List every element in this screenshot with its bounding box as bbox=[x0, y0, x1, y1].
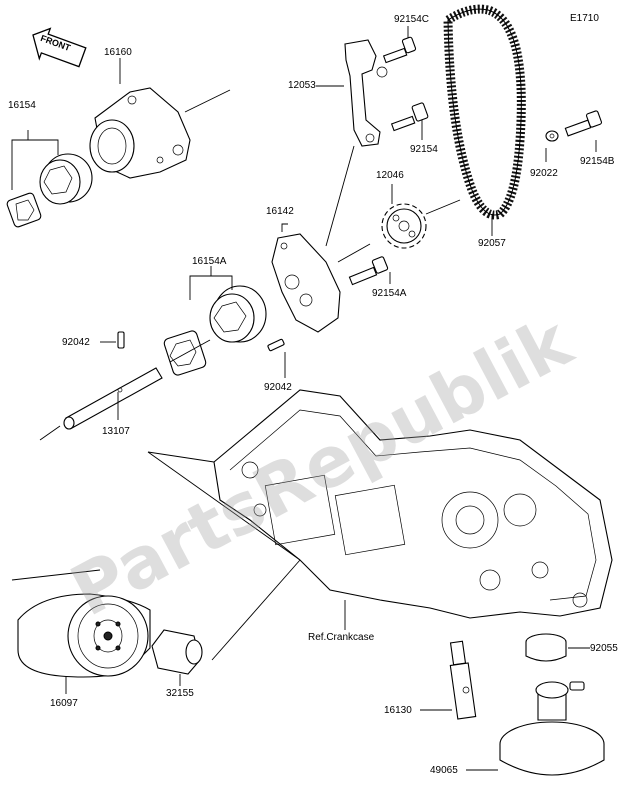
label-92022: 92022 bbox=[530, 168, 558, 179]
label-16160: 16160 bbox=[104, 47, 132, 58]
sensor-16130 bbox=[449, 640, 477, 720]
front-label: FRONT bbox=[34, 33, 86, 56]
label-92154A: 92154A bbox=[372, 288, 407, 299]
label-16154: 16154 bbox=[8, 100, 36, 111]
crankcase bbox=[213, 389, 613, 619]
label-92057: 92057 bbox=[478, 238, 506, 249]
bolt-92154A bbox=[348, 256, 389, 286]
oil-strainer-49065 bbox=[499, 681, 605, 776]
front-text: FRONT bbox=[39, 33, 72, 53]
pump-cover-16142 bbox=[271, 233, 341, 333]
label-92154C: 92154C bbox=[394, 14, 430, 25]
oil-pump-body bbox=[89, 87, 191, 179]
pin-92042-left bbox=[117, 331, 125, 349]
label-16130: 16130 bbox=[384, 705, 412, 716]
washer-92022 bbox=[545, 130, 559, 142]
label-12053: 12053 bbox=[288, 80, 316, 91]
label-16097: 16097 bbox=[50, 698, 78, 709]
label-ref-crankcase: Ref.Crankcase bbox=[308, 632, 375, 643]
label-16142: 16142 bbox=[266, 206, 294, 217]
bolt-92154C bbox=[382, 36, 417, 64]
label-16154A: 16154A bbox=[192, 256, 227, 267]
label-12046: 12046 bbox=[376, 170, 404, 181]
label-13107: 13107 bbox=[102, 426, 130, 437]
label-32155: 32155 bbox=[166, 688, 194, 699]
bolt-92154B bbox=[564, 110, 603, 137]
diagram-code: E1710 bbox=[570, 13, 599, 24]
label-49065: 49065 bbox=[430, 765, 458, 776]
bolt-92154 bbox=[390, 102, 429, 132]
front-arrow-icon bbox=[32, 27, 87, 68]
label-92154B: 92154B bbox=[580, 156, 615, 167]
pin-92042-right bbox=[267, 338, 285, 352]
label-92055: 92055 bbox=[590, 643, 618, 654]
fitting-32155 bbox=[151, 629, 203, 675]
drain-plug-92055 bbox=[525, 633, 567, 662]
sprocket-12046 bbox=[381, 203, 427, 249]
pump-shaft-13107 bbox=[63, 367, 163, 430]
label-92042-right: 92042 bbox=[264, 382, 292, 393]
rotor-set-16154A bbox=[163, 285, 267, 376]
label-92154: 92154 bbox=[410, 144, 438, 155]
rotor-set-16154 bbox=[6, 153, 93, 228]
chain-guide-bracket bbox=[344, 39, 388, 147]
drive-chain bbox=[443, 4, 526, 220]
oil-filter-16097 bbox=[17, 593, 151, 678]
label-92042-left: 92042 bbox=[62, 337, 90, 348]
